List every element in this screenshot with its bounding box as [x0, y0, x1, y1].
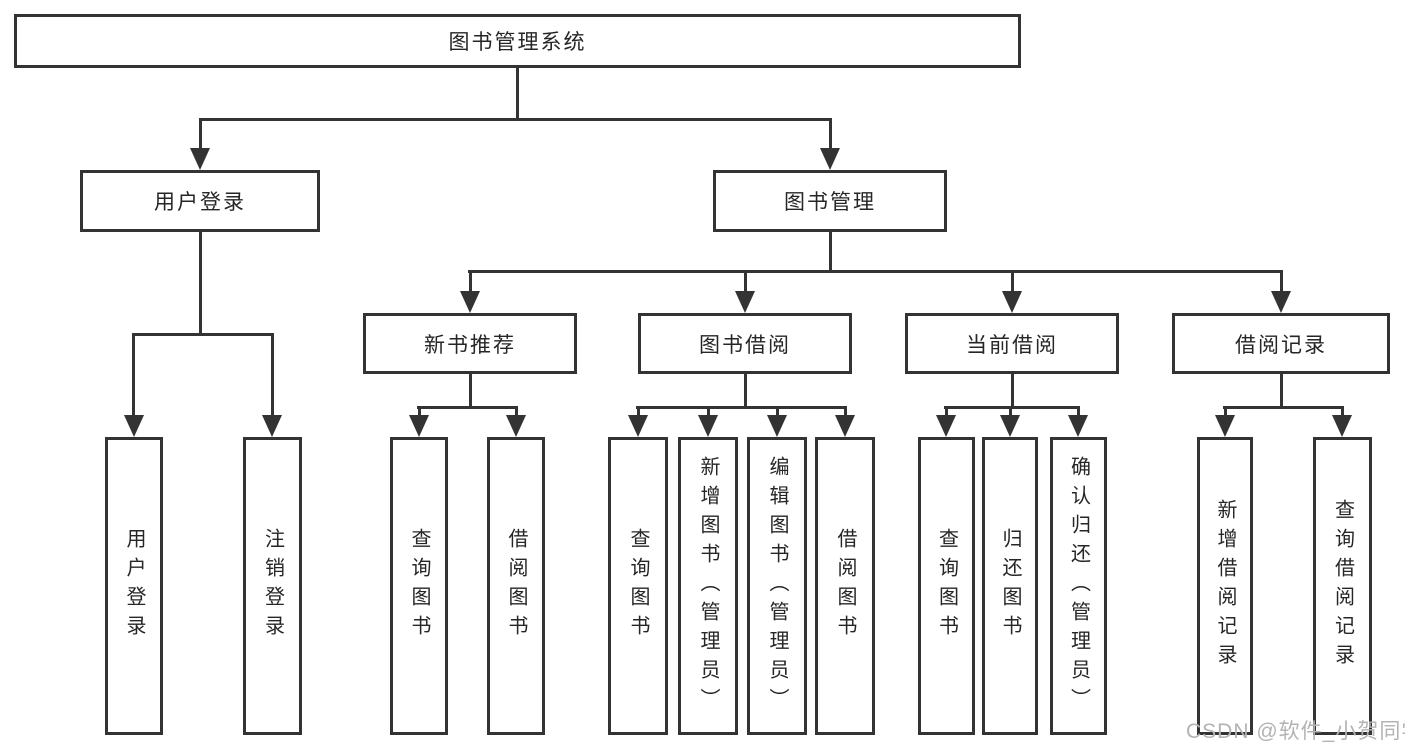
connector-line: [1280, 270, 1283, 293]
connector-line: [199, 118, 202, 150]
arrow-down-icon: [767, 415, 787, 437]
connector-line: [744, 270, 747, 293]
arrow-down-icon: [124, 415, 144, 437]
arrow-down-icon: [735, 291, 755, 313]
leaf-borrow-books-label: 借阅图书: [834, 528, 856, 644]
arrow-down-icon: [820, 148, 840, 170]
csdn-watermark: CSDN @软件_小贺同学: [1186, 720, 1405, 743]
connector-line: [271, 333, 274, 417]
leaf-query-books-current-label: 查询图书: [935, 528, 958, 644]
arrow-down-icon: [506, 415, 526, 437]
connector-line: [516, 68, 519, 120]
connector-line: [1341, 406, 1344, 418]
leaf-add-borrow-record: 新增借阅记录: [1197, 437, 1253, 735]
connector-line: [469, 270, 472, 293]
connector-line: [417, 406, 518, 409]
branch-user-login-label: 用户登录: [154, 191, 246, 214]
leaf-add-borrow-record-label: 新增借阅记录: [1214, 499, 1236, 673]
arrow-down-icon: [409, 415, 429, 437]
arrow-down-icon: [698, 415, 718, 437]
leaf-edit-books-admin-label: 编辑图书（管理员）: [766, 455, 788, 717]
connector-line: [1077, 406, 1080, 418]
connector-line: [829, 118, 832, 150]
leaf-return-books-label: 归还图书: [999, 528, 1021, 644]
leaf-borrow-books-recommend: 借阅图书: [487, 437, 545, 735]
connector-line: [132, 333, 135, 417]
leaf-query-books-recommend: 查询图书: [390, 437, 448, 735]
leaf-query-borrow-record-label: 查询借阅记录: [1331, 499, 1354, 673]
leaf-edit-books-admin: 编辑图书（管理员）: [747, 437, 807, 735]
arrow-down-icon: [628, 415, 648, 437]
connector-line: [468, 270, 1283, 273]
connector-line: [829, 232, 832, 273]
arrow-down-icon: [1000, 415, 1020, 437]
branch-new-book-recommend: 新书推荐: [363, 313, 577, 374]
arrow-down-icon: [1068, 415, 1088, 437]
leaf-user-login: 用户登录: [105, 437, 163, 735]
arrow-down-icon: [1215, 415, 1235, 437]
leaf-user-login-label: 用户登录: [123, 528, 145, 644]
root-node: 图书管理系统: [14, 14, 1021, 68]
connector-line: [1280, 374, 1283, 409]
leaf-borrow-books-recommend-label: 借阅图书: [505, 528, 527, 644]
branch-current-borrowing-label: 当前借阅: [966, 333, 1058, 357]
connector-line: [636, 406, 847, 409]
branch-user-login: 用户登录: [80, 170, 320, 232]
arrow-down-icon: [262, 415, 282, 437]
connector-line: [418, 406, 421, 418]
connector-line: [637, 406, 640, 418]
connector-line: [707, 406, 710, 418]
branch-book-borrowing: 图书借阅: [638, 313, 852, 374]
branch-book-borrowing-label: 图书借阅: [699, 333, 791, 357]
connector-line: [1011, 374, 1014, 409]
arrow-down-icon: [190, 148, 210, 170]
connector-line: [1223, 406, 1344, 409]
connector-line: [944, 406, 1080, 409]
connector-line: [744, 374, 747, 409]
connector-line: [199, 232, 202, 335]
branch-borrowing-records-label: 借阅记录: [1235, 333, 1327, 357]
arrow-down-icon: [1002, 291, 1022, 313]
leaf-confirm-return-admin: 确认归还（管理员）: [1050, 437, 1107, 735]
connector-line: [1224, 406, 1227, 418]
connector-line: [844, 406, 847, 418]
arrow-down-icon: [936, 415, 956, 437]
leaf-logout-label: 注销登录: [261, 528, 284, 644]
connector-line: [199, 118, 832, 121]
connector-line: [1011, 270, 1014, 293]
connector-line: [776, 406, 779, 418]
connector-line: [1009, 406, 1012, 418]
connector-line: [945, 406, 948, 418]
arrow-down-icon: [460, 291, 480, 313]
leaf-query-books-borrowing-label: 查询图书: [627, 528, 649, 644]
branch-book-management-label: 图书管理: [784, 191, 876, 214]
leaf-add-books-admin-label: 新增图书（管理员）: [697, 455, 719, 717]
arrow-down-icon: [1271, 291, 1291, 313]
connector-line: [469, 374, 472, 409]
root-node-label: 图书管理系统: [448, 31, 587, 54]
leaf-return-books: 归还图书: [982, 437, 1038, 735]
branch-book-management: 图书管理: [713, 170, 947, 232]
leaf-query-books-borrowing: 查询图书: [608, 437, 668, 735]
arrow-down-icon: [1332, 415, 1352, 437]
leaf-add-books-admin: 新增图书（管理员）: [678, 437, 738, 735]
branch-borrowing-records: 借阅记录: [1172, 313, 1390, 374]
branch-new-book-recommend-label: 新书推荐: [424, 333, 516, 357]
leaf-logout: 注销登录: [243, 437, 302, 735]
branch-current-borrowing: 当前借阅: [905, 313, 1119, 374]
connector-line: [515, 406, 518, 418]
connector-line: [132, 333, 274, 336]
leaf-query-books-current: 查询图书: [918, 437, 975, 735]
leaf-query-books-recommend-label: 查询图书: [408, 528, 430, 644]
leaf-borrow-books: 借阅图书: [815, 437, 875, 735]
arrow-down-icon: [835, 415, 855, 437]
leaf-query-borrow-record: 查询借阅记录: [1313, 437, 1372, 735]
leaf-confirm-return-admin-label: 确认归还（管理员）: [1067, 455, 1090, 717]
